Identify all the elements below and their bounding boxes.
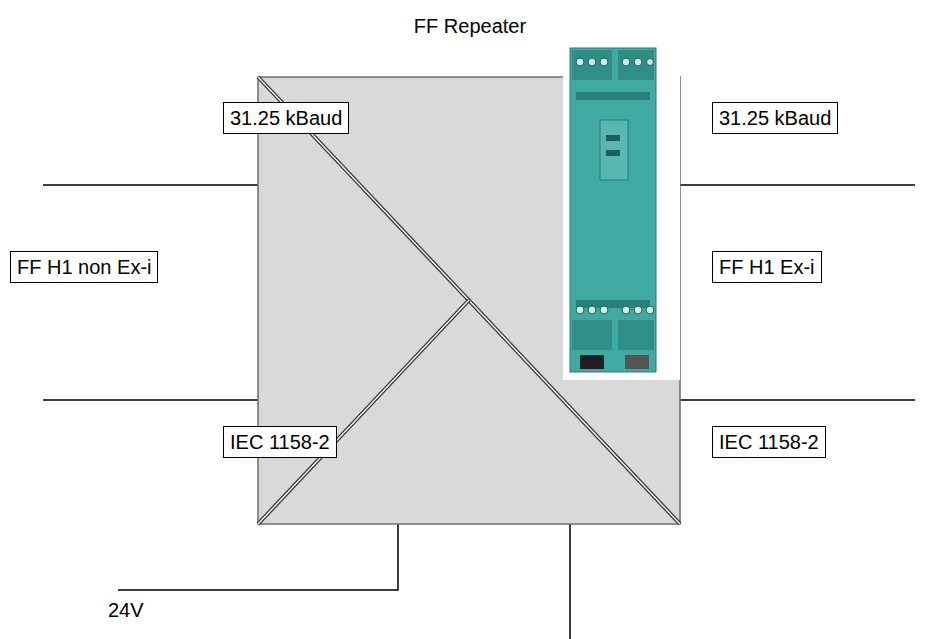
label-box: IEC 1158-2 <box>223 426 337 458</box>
diagram-title: FF Repeater <box>414 14 526 38</box>
label-box: 31.25 kBaud <box>223 102 349 134</box>
label-box: FF H1 Ex-i <box>712 251 822 283</box>
box-label: 31.25 kBaud <box>230 106 342 130</box>
box-label: IEC 1158-2 <box>719 430 819 454</box>
box-label: 31.25 kBaud <box>719 106 831 130</box>
box-label: IEC 1158-2 <box>230 430 330 454</box>
box-label: FF H1 Ex-i <box>719 255 815 279</box>
supply-label: 24V <box>108 598 144 622</box>
label-box: 31.25 kBaud <box>712 102 838 134</box>
label-box: IEC 1158-2 <box>712 426 826 458</box>
device-photo <box>563 40 680 380</box>
label-box: FF H1 non Ex-i <box>10 251 158 283</box>
box-label: FF H1 non Ex-i <box>17 255 151 279</box>
